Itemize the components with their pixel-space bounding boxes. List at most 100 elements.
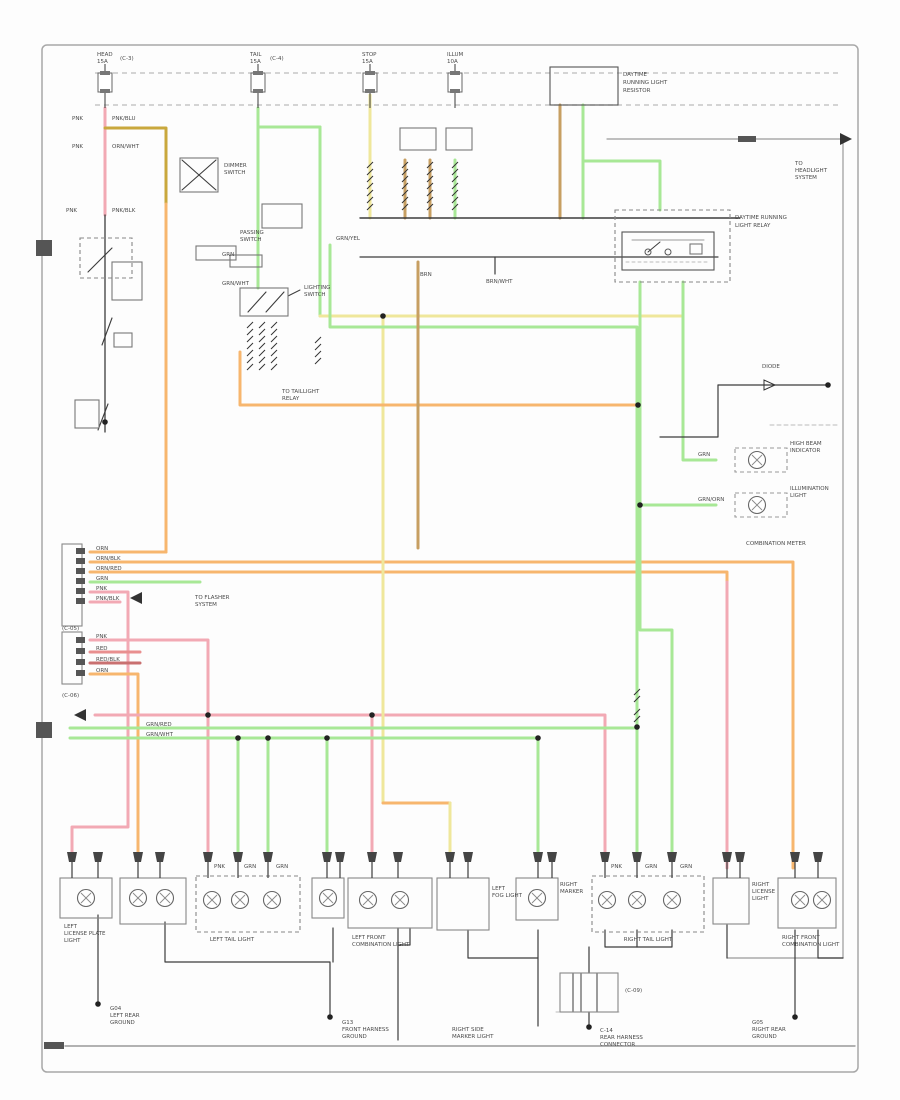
lamp-E: [347, 877, 433, 929]
meter-capsule-1: [734, 447, 788, 473]
label-21: DAYTIME: [623, 72, 648, 78]
small-box-a: [195, 245, 237, 261]
stack2-pin-3: [76, 670, 85, 676]
hatch-6: [270, 328, 278, 336]
glyph-switch2-diag: [101, 317, 113, 346]
arrow-flasher: [130, 592, 142, 604]
bulb-meter-2-fil2: [751, 499, 763, 511]
drl-resistor-box: [549, 66, 619, 106]
fuse-4-cap-bot: [450, 89, 460, 93]
comp-box-1: [111, 261, 143, 301]
bulb-meter-1-fil2: [751, 454, 763, 466]
line-right-long: [606, 138, 844, 959]
diagram-frame: [41, 44, 859, 1073]
fuse-4-cap-top: [450, 71, 460, 75]
lamp-pin-14: [547, 852, 557, 862]
junction-dot-9: [637, 502, 643, 508]
arrow-headlight: [840, 133, 852, 145]
wire-pink-row5: [70, 590, 130, 855]
label-48: RED/BLK: [96, 657, 120, 663]
label-73: RIGHT FRONT: [782, 935, 820, 941]
hatch-6: [270, 363, 278, 371]
hatch-4: [246, 356, 254, 364]
label-76: LEFT REAR: [110, 1013, 140, 1019]
frame-tick-3: [44, 1042, 64, 1049]
lamp-pin-8: [335, 852, 345, 862]
lamp-pin-7: [322, 852, 332, 862]
label-63: LEFT FRONT: [352, 935, 386, 941]
hatch-1: [401, 182, 409, 190]
hatch-1: [401, 203, 409, 211]
dimmer-comp-box: [179, 157, 219, 193]
label-46: PNK: [96, 634, 107, 640]
hatch-1: [401, 196, 409, 204]
fuse-1-cap-bot: [100, 89, 110, 93]
wire-green-relay-down: [638, 280, 674, 855]
stack1-pin-2: [76, 568, 85, 574]
label-51: GRN/RED: [146, 722, 172, 728]
fuse-3-cap-top: [365, 71, 375, 75]
label-75: G04: [110, 1006, 122, 1012]
hatch-1: [401, 175, 409, 183]
arrow-pink-long: [74, 709, 86, 721]
label-8: GRN: [222, 252, 234, 258]
lamp-pin-2: [133, 852, 143, 862]
label-29: DIODE: [762, 364, 780, 370]
hatch-3: [451, 182, 459, 190]
hatch-7: [314, 343, 322, 351]
label-54: GRN: [244, 864, 256, 870]
hatch-3: [451, 168, 459, 176]
bulb-lampC1-fil2: [206, 894, 218, 906]
junction-dot-12: [586, 1024, 592, 1030]
relay-contact-0: [644, 248, 652, 256]
glyph-comp-x2: [181, 159, 217, 191]
line-gndB: [164, 921, 331, 1018]
lamp-pin-6: [263, 852, 273, 862]
frame-tick-1: [36, 240, 52, 256]
drl-relay-box-dashed: [614, 209, 731, 283]
label-32: ILLUMINATION: [790, 486, 829, 492]
stack2-pin-2: [76, 659, 85, 665]
junction-dot-14: [102, 419, 108, 425]
hatch-9: [633, 708, 641, 716]
wire-orange-c2-row4: [88, 672, 140, 855]
lamp-C-dashed: [195, 875, 301, 933]
wire-pink-long: [93, 713, 607, 855]
stack2-pin-1: [76, 648, 85, 654]
label-53: PNK: [214, 864, 225, 870]
stack1-pin-3: [76, 578, 85, 584]
hatch-3: [451, 175, 459, 183]
bulb-lampR1b-fil2: [631, 894, 643, 906]
relay-inner-sq: [689, 243, 703, 255]
label-0: (C-3): [120, 56, 134, 62]
label-11: SWITCH: [304, 292, 326, 298]
label-52: GRN/WHT: [146, 732, 174, 738]
glyph-switch3-diag: [97, 403, 109, 431]
hatch-2: [426, 175, 434, 183]
hatch-4: [246, 321, 254, 329]
label-30: HIGH BEAM: [790, 441, 822, 447]
fuse-4-label1: ILLUM: [447, 52, 464, 58]
bulb-lampR3b-fil2: [816, 894, 828, 906]
lamp-pin-18: [722, 852, 732, 862]
hatch-5: [258, 356, 266, 364]
label-13: SWITCH: [224, 170, 246, 176]
junction-dot-11: [327, 1014, 333, 1020]
label-64: COMBINATION LIGHT: [352, 942, 410, 948]
label-12: DIMMER: [224, 163, 247, 169]
lamp-pin-1: [93, 852, 103, 862]
label-28: SYSTEM: [795, 175, 817, 181]
hatch-6: [270, 349, 278, 357]
hatch-7: [314, 350, 322, 358]
wire-green-relay-h: [581, 159, 662, 212]
lamp-pin-16: [632, 852, 642, 862]
label-70: RIGHT: [752, 882, 770, 888]
junction-dot-5: [265, 735, 271, 741]
hatch-4: [246, 335, 254, 343]
fuse-1-label1: HEAD: [97, 52, 113, 58]
label-34: COMBINATION METER: [746, 541, 806, 547]
label-17: RELAY: [282, 396, 300, 402]
hatch-6: [270, 321, 278, 329]
label-36: GRN/ORN: [698, 497, 724, 503]
relay-inner-diag: [647, 241, 661, 253]
